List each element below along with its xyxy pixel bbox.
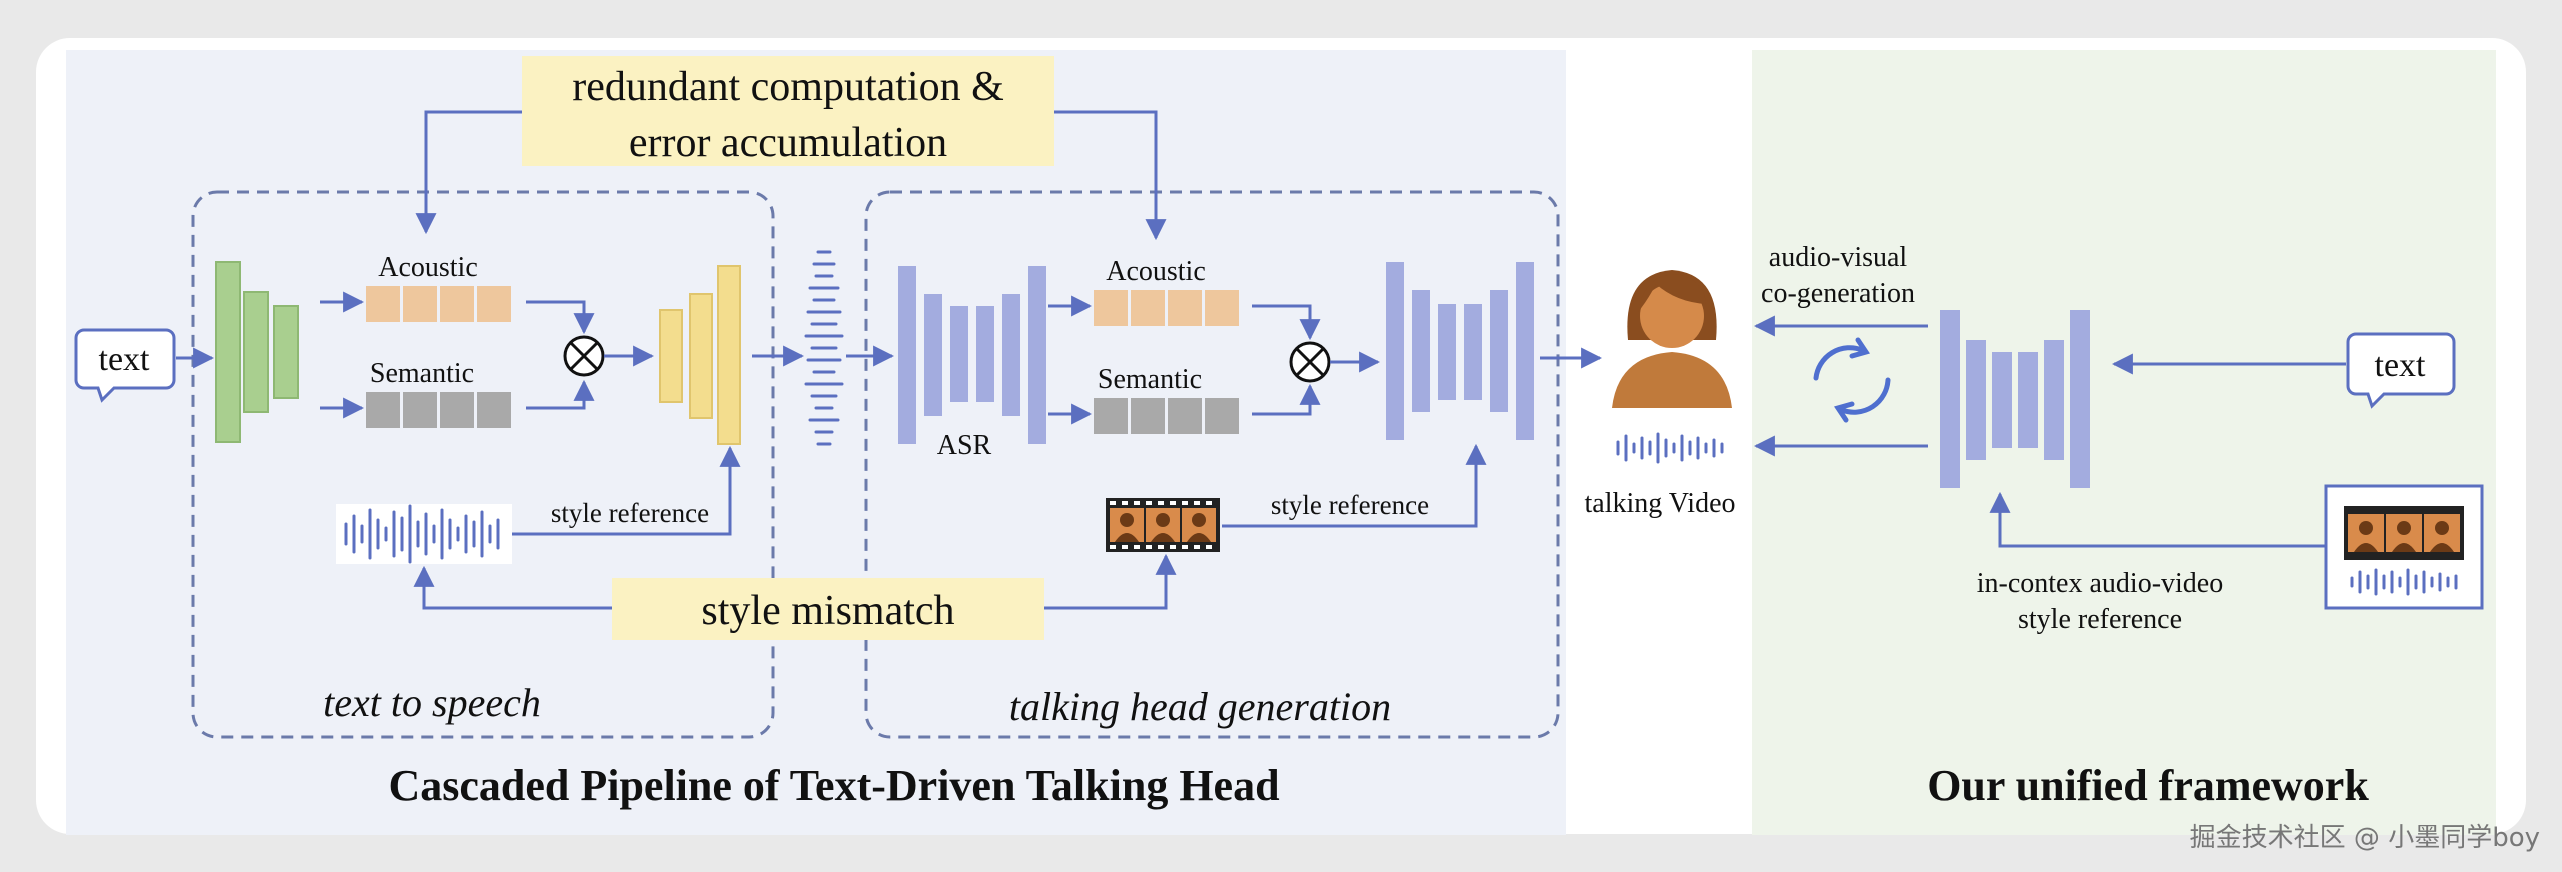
thg-style-filmstrip-icon	[1106, 498, 1220, 552]
tts-text-bubble	[74, 328, 176, 403]
talking-person-icon	[1612, 270, 1732, 408]
tts-style-waveform-icon	[344, 504, 500, 564]
problem-bottom-text: style mismatch	[701, 588, 954, 634]
arrow-thg-acoustic-to-combine	[1252, 304, 1321, 341]
asr-bar-2	[924, 294, 942, 416]
thg-module-frame	[864, 190, 1560, 739]
thg-semantic-token	[1168, 398, 1202, 434]
tts-encoder-bar-3	[273, 305, 299, 399]
av-style-reference-line1: in-contex audio-video	[1977, 568, 2223, 599]
renderer-bar-6	[1516, 262, 1534, 440]
talking-video-audio-icon	[1616, 432, 1724, 464]
asr-bar-4	[976, 306, 994, 402]
tts-decoder-bar-3	[717, 265, 741, 445]
arrow-style-to-renderer	[1222, 443, 1487, 528]
tts-style-reference-label: style reference	[551, 498, 709, 528]
tts-encoder-bar-2	[243, 291, 269, 413]
unified-text-bubble	[2346, 332, 2456, 409]
renderer-bar-5	[1490, 290, 1508, 412]
tts-combine-icon	[563, 335, 605, 377]
arrow-av-style-to-unified	[1989, 491, 2326, 548]
tts-semantic-label: Semantic	[370, 358, 474, 389]
renderer-bar-1	[1386, 262, 1404, 440]
av-style-filmstrip-icon	[2344, 506, 2464, 560]
thg-style-reference-label: style reference	[1271, 490, 1429, 520]
thg-semantic-token	[1205, 398, 1239, 434]
feedback-arrow-top-left	[415, 110, 522, 235]
renderer-bar-4	[1464, 304, 1482, 400]
unified-model-bar-6	[2070, 310, 2090, 488]
arrow-style-to-tts-decoder	[512, 445, 741, 536]
thg-semantic-token	[1131, 398, 1165, 434]
tts-acoustic-token	[477, 286, 511, 322]
thg-acoustic-token	[1205, 290, 1239, 326]
tts-acoustic-token	[440, 286, 474, 322]
tts-semantic-token	[440, 392, 474, 428]
problem-top-line1: redundant computation &	[572, 64, 1004, 110]
unified-model-bar-5	[2044, 340, 2064, 460]
left-panel-title: Cascaded Pipeline of Text-Driven Talking…	[388, 761, 1279, 810]
asr-bar-3	[950, 306, 968, 402]
talking-video-label: talking Video	[1584, 488, 1735, 519]
problem-top-highlight	[522, 56, 1054, 166]
thg-acoustic-token	[1094, 290, 1128, 326]
cycle-refresh-icon	[1813, 337, 1891, 423]
unified-text-input-label: text	[2375, 347, 2427, 384]
right-panel-background	[1752, 50, 2496, 835]
asr-bar-6	[1028, 266, 1046, 444]
right-panel-title: Our unified framework	[1927, 761, 2369, 810]
asr-bar-5	[1002, 294, 1020, 416]
thg-combine-icon	[1289, 341, 1331, 383]
thg-acoustic-token	[1168, 290, 1202, 326]
thg-acoustic-token	[1131, 290, 1165, 326]
arrow-mismatch-to-thg-style	[1044, 553, 1177, 610]
tts-encoder-bar-1	[215, 261, 241, 443]
unified-model-bar-1	[1940, 310, 1960, 488]
av-style-reference-line2: style reference	[2018, 604, 2182, 635]
watermark: 掘金技术社区 @ 小墨同学boy	[2189, 823, 2540, 853]
arrow-acoustic-to-combine	[526, 300, 595, 335]
tts-text-input-label: text	[99, 341, 151, 378]
problem-top-line2: error accumulation	[629, 120, 947, 166]
asr-label: ASR	[937, 430, 992, 461]
tts-module-label: text to speech	[323, 680, 541, 725]
thg-semantic-label: Semantic	[1098, 364, 1202, 395]
tts-acoustic-token	[403, 286, 437, 322]
tts-decoder-bar-2	[689, 293, 713, 419]
renderer-bar-2	[1412, 290, 1430, 412]
unified-model-bar-3	[1992, 352, 2012, 448]
tts-semantic-token	[366, 392, 400, 428]
arrow-semantic-to-combine	[526, 379, 595, 410]
intermediate-audio-icon	[804, 250, 844, 446]
unified-model-bar-2	[1966, 340, 1986, 460]
asr-bar-1	[898, 266, 916, 444]
unified-model-bar-4	[2018, 352, 2038, 448]
thg-acoustic-label: Acoustic	[1106, 256, 1206, 287]
tts-acoustic-token	[366, 286, 400, 322]
thg-module-label: talking head generation	[1009, 684, 1391, 729]
arrow-mismatch-to-tts-style	[413, 565, 612, 610]
thg-semantic-token	[1094, 398, 1128, 434]
tts-decoder-bar-1	[659, 309, 683, 403]
tts-acoustic-label: Acoustic	[378, 252, 478, 283]
feedback-arrow-top-right	[1054, 110, 1167, 241]
co-generation-label-line1: audio-visual	[1769, 242, 1908, 273]
problem-bottom-highlight	[612, 578, 1044, 640]
left-panel-background	[66, 50, 1566, 835]
arrow-thg-semantic-to-combine	[1252, 383, 1321, 416]
co-generation-label-line2: co-generation	[1761, 278, 1915, 309]
renderer-bar-3	[1438, 304, 1456, 400]
tts-semantic-token	[477, 392, 511, 428]
tts-semantic-token	[403, 392, 437, 428]
av-style-audio-icon	[2350, 568, 2458, 596]
tts-module-frame	[191, 190, 775, 739]
